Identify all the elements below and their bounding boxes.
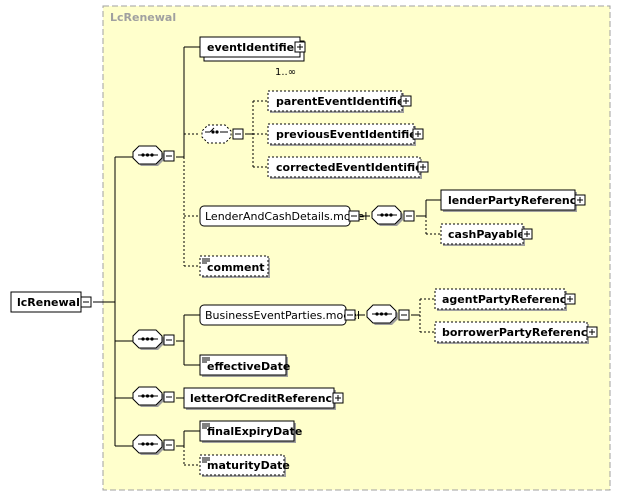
element-label: eventIdentifier — [207, 41, 300, 54]
sequence-compositor-4[interactable] — [132, 434, 175, 455]
sequence-compositor-business[interactable] — [366, 304, 410, 325]
sequence-icon — [138, 394, 158, 398]
sequence-icon — [372, 312, 392, 316]
expand-icon[interactable] — [417, 161, 429, 173]
collapse-icon[interactable] — [80, 296, 92, 308]
sequence-icon — [138, 153, 158, 157]
type-container — [102, 5, 611, 491]
sequence-icon — [138, 337, 158, 341]
root-element-lcRenewal[interactable]: lcRenewal — [10, 291, 92, 313]
element-label: letterOfCreditReference — [190, 392, 340, 405]
sequence-compositor-3[interactable] — [132, 386, 175, 407]
expand-icon[interactable] — [332, 392, 344, 404]
element-parentEventIdentifier[interactable]: parentEventIdentifier — [267, 90, 412, 113]
collapse-icon[interactable] — [344, 309, 356, 321]
simple-type-icon — [202, 357, 210, 363]
element-eventIdentifier[interactable]: eventIdentifier 1..∞ — [199, 36, 306, 78]
element-label: comment — [207, 261, 265, 274]
choice-compositor[interactable] — [201, 124, 244, 144]
group-label: BusinessEventParties.model — [205, 309, 360, 322]
element-label: previousEventIdentifier — [276, 128, 423, 141]
element-label: finalExpiryDate — [207, 425, 302, 438]
element-label: effectiveDate — [207, 360, 290, 373]
element-comment[interactable]: comment — [199, 255, 270, 278]
sequence-icon — [377, 213, 397, 217]
element-label: agentPartyReference — [442, 293, 574, 306]
group-LenderAndCashDetails-model[interactable]: LenderAndCashDetails.model — [199, 205, 367, 227]
simple-type-icon — [202, 457, 210, 463]
collapse-icon[interactable] — [163, 150, 175, 162]
collapse-icon[interactable] — [232, 128, 244, 140]
connectors — [93, 46, 441, 466]
simple-type-icon — [202, 423, 210, 429]
element-previousEventIdentifier[interactable]: previousEventIdentifier — [267, 123, 424, 146]
element-correctedEventIdentifier[interactable]: correctedEventIdentifier — [267, 156, 429, 179]
collapse-icon[interactable] — [163, 391, 175, 403]
collapse-icon[interactable] — [403, 210, 415, 222]
element-label: maturityDate — [207, 459, 290, 472]
sequence-icon — [138, 442, 158, 446]
sequence-compositor-lender[interactable] — [371, 205, 415, 226]
element-label: cashPayable — [448, 228, 525, 241]
collapse-icon[interactable] — [398, 309, 410, 321]
collapse-icon[interactable] — [348, 210, 360, 222]
expand-icon[interactable] — [564, 293, 576, 305]
element-letterOfCreditReference[interactable]: letterOfCreditReference — [183, 387, 344, 410]
choice-icon — [205, 127, 228, 134]
expand-icon[interactable] — [412, 128, 424, 140]
element-maturityDate[interactable]: maturityDate — [199, 454, 290, 477]
collapse-icon[interactable] — [163, 334, 175, 346]
element-effectiveDate[interactable]: effectiveDate — [199, 354, 290, 377]
expand-icon[interactable] — [574, 194, 586, 206]
element-lenderPartyReference[interactable]: lenderPartyReference — [440, 189, 586, 212]
expand-icon[interactable] — [294, 41, 306, 53]
root-label: lcRenewal — [17, 296, 80, 309]
sequence-compositor-1[interactable] — [132, 145, 175, 166]
element-label: borrowerPartyReference — [442, 326, 595, 339]
element-label: correctedEventIdentifier — [276, 161, 429, 174]
element-label: lenderPartyReference — [448, 194, 584, 207]
sequence-compositor-2[interactable] — [132, 329, 175, 350]
element-cashPayable[interactable]: cashPayable — [440, 223, 533, 246]
simple-type-icon — [202, 258, 210, 264]
group-BusinessEventParties-model[interactable]: BusinessEventParties.model — [199, 304, 360, 326]
container-title: LcRenewal — [110, 11, 176, 24]
occurrence-label: 1..∞ — [275, 67, 296, 78]
expand-icon[interactable] — [400, 95, 412, 107]
collapse-icon[interactable] — [163, 439, 175, 451]
element-finalExpiryDate[interactable]: finalExpiryDate — [199, 420, 302, 443]
expand-icon[interactable] — [521, 228, 533, 240]
expand-icon[interactable] — [586, 326, 598, 338]
element-label: parentEventIdentifier — [276, 95, 410, 108]
element-borrowerPartyReference[interactable]: borrowerPartyReference — [434, 321, 598, 344]
group-label: LenderAndCashDetails.model — [205, 210, 367, 223]
element-agentPartyReference[interactable]: agentPartyReference — [434, 288, 576, 311]
